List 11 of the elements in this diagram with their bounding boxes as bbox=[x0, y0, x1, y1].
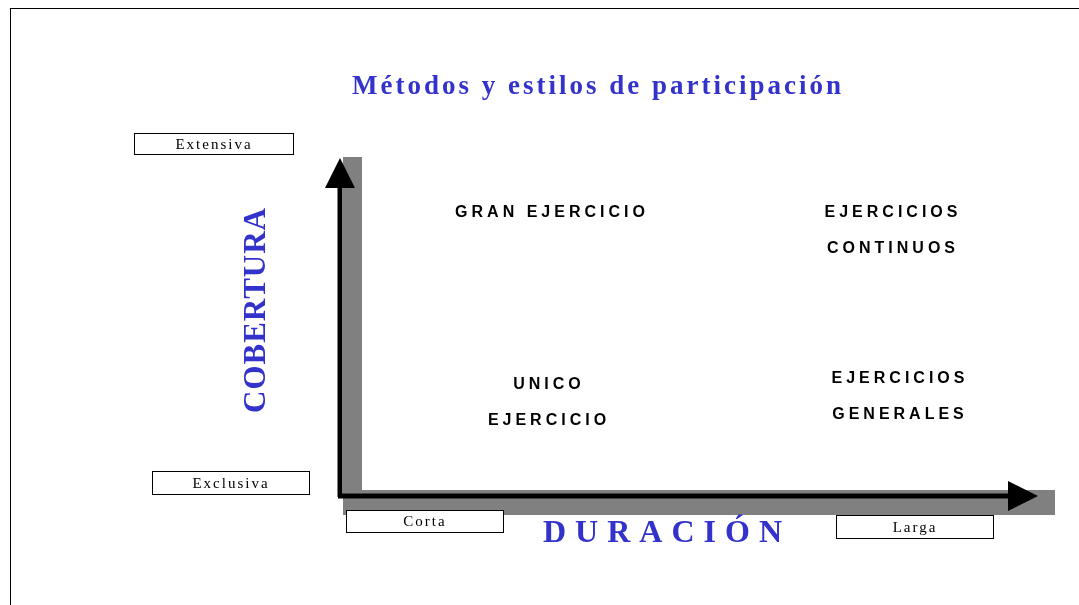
quadrant-label: EJERCICIOS GENERALES bbox=[830, 368, 970, 424]
axis-value-box: Exclusiva bbox=[152, 471, 310, 495]
axis-value-box: Corta bbox=[346, 510, 504, 533]
axis-title: COBERTURA bbox=[237, 207, 273, 413]
title: Métodos y estilos de participación bbox=[351, 70, 845, 101]
axis-value-box: Extensiva bbox=[134, 133, 294, 155]
axis-value-box: Larga bbox=[836, 515, 994, 539]
quadrant-label: GRAN EJERCICIO bbox=[454, 202, 650, 222]
quadrant-label: EJERCICIOS CONTINUOS bbox=[823, 202, 963, 258]
axis-title: DURACIÓN bbox=[543, 512, 791, 550]
quadrant-label: UNICO EJERCICIO bbox=[486, 374, 612, 430]
